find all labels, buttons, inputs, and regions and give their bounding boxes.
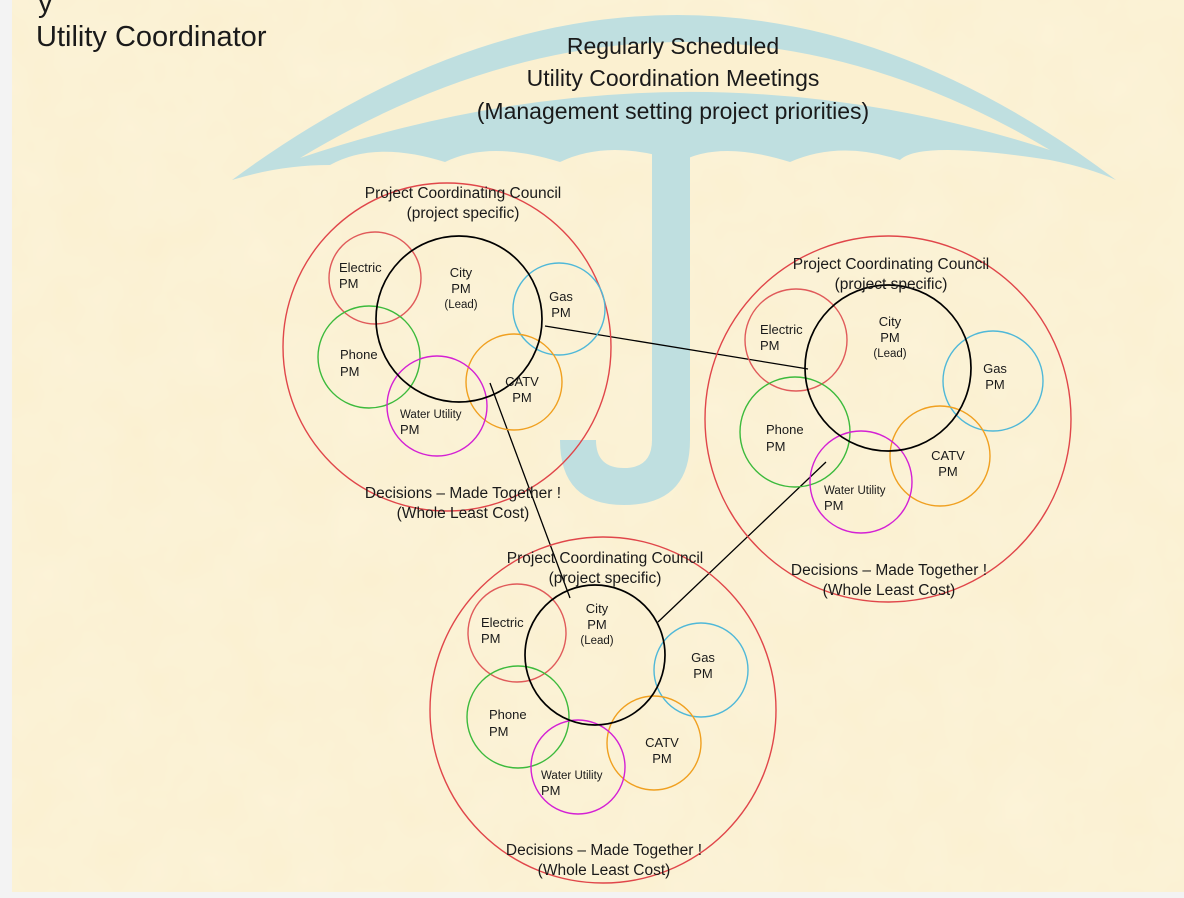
electric-pm-label: PM <box>760 338 780 353</box>
water-pm-circle <box>386 355 488 457</box>
electric-pm-label: PM <box>339 276 359 291</box>
council-cluster-right: ElectricPMCityPM(Lead)GasPMPhonePMCATVPM… <box>704 235 1072 603</box>
decisions-label: Decisions – Made Together ! <box>791 562 987 579</box>
catv-pm-label: PM <box>652 751 672 766</box>
gas-pm-label: Gas <box>549 289 573 304</box>
city-pm-circle <box>804 284 972 452</box>
gas-pm-label: PM <box>693 666 713 681</box>
umbrella-line-2: Utility Coordination Meetings <box>527 65 820 91</box>
gas-pm-circle <box>512 262 606 356</box>
council-cluster-left: ElectricPMCityPM(Lead)GasPMPhonePMCATVPM… <box>282 182 612 522</box>
phone-pm-label: PM <box>766 439 786 454</box>
phone-pm-label: PM <box>340 364 360 379</box>
link-water-right-to-city-bottom <box>657 461 827 623</box>
gas-pm-circle <box>942 330 1044 432</box>
city-pm-label: PM <box>880 330 900 345</box>
decisions-sublabel: (Whole Least Cost) <box>823 582 956 599</box>
catv-pm-label: CATV <box>931 448 965 463</box>
umbrella-canopy <box>232 15 1116 180</box>
council-links <box>489 325 827 623</box>
council-cluster-bottom: ElectricPMCityPM(Lead)GasPMPhonePMCATVPM… <box>429 536 777 884</box>
decisions-sublabel: (Whole Least Cost) <box>397 505 530 522</box>
electric-pm-circle <box>744 288 848 392</box>
electric-pm-circle <box>467 583 567 683</box>
decisions-label: Decisions – Made Together ! <box>365 485 561 502</box>
umbrella-line-1: Regularly Scheduled <box>567 33 779 59</box>
gas-pm-label: Gas <box>983 361 1007 376</box>
gas-pm-label: Gas <box>691 650 715 665</box>
decisions-sublabel: (Whole Least Cost) <box>538 862 671 879</box>
gas-pm-label: PM <box>985 377 1005 392</box>
water-pm-circle <box>809 430 913 534</box>
electric-pm-label: Electric <box>339 260 382 275</box>
catv-pm-circle <box>606 695 702 791</box>
catv-pm-label: CATV <box>645 735 679 750</box>
water-pm-circle <box>530 719 626 815</box>
water-pm-label: Water Utility <box>400 409 462 421</box>
electric-pm-label: PM <box>481 631 501 646</box>
water-pm-label: Water Utility <box>824 485 886 497</box>
electric-pm-label: Electric <box>481 615 524 630</box>
link-city-left-to-council-bottom <box>489 382 571 599</box>
catv-pm-circle <box>465 333 563 431</box>
umbrella-canopy-inner <box>300 41 1050 158</box>
city-pm-label: City <box>586 601 609 616</box>
catv-pm-circle <box>889 405 991 507</box>
phone-pm-label: PM <box>489 724 509 739</box>
council-title: Project Coordinating Council <box>793 256 989 273</box>
water-pm-label: Water Utility <box>541 770 603 782</box>
council-title: Project Coordinating Council <box>365 185 561 202</box>
council-subtitle: (project specific) <box>549 570 662 587</box>
council-ring <box>282 182 612 512</box>
electric-pm-circle <box>328 231 422 325</box>
catv-pm-label: PM <box>938 464 958 479</box>
phone-pm-circle <box>466 665 570 769</box>
council-title: Project Coordinating Council <box>507 550 703 567</box>
council-ring <box>429 536 777 884</box>
phone-pm-label: Phone <box>766 422 804 437</box>
link-gas-to-city-right <box>544 325 809 370</box>
decisions-label: Decisions – Made Together ! <box>506 842 702 859</box>
council-ring <box>704 235 1072 603</box>
umbrella-line-3: (Management setting project priorities) <box>477 98 869 124</box>
city-pm-label: (Lead) <box>580 635 613 647</box>
council-subtitle: (project specific) <box>407 205 520 222</box>
city-pm-label: PM <box>451 281 471 296</box>
catv-pm-label: CATV <box>505 374 539 389</box>
catv-pm-label: PM <box>512 390 532 405</box>
city-pm-circle <box>375 235 543 403</box>
city-pm-label: (Lead) <box>873 348 906 360</box>
city-pm-label: (Lead) <box>444 299 477 311</box>
umbrella-graphic <box>232 15 1116 505</box>
city-pm-label: City <box>450 265 473 280</box>
title-fragment: y <box>38 0 53 19</box>
electric-pm-label: Electric <box>760 322 803 337</box>
city-pm-label: PM <box>587 617 607 632</box>
phone-pm-circle <box>317 305 421 409</box>
city-pm-label: City <box>879 314 902 329</box>
phone-pm-label: Phone <box>489 707 527 722</box>
gas-pm-label: PM <box>551 305 571 320</box>
water-pm-label: PM <box>541 783 561 798</box>
umbrella-handle <box>560 150 690 505</box>
water-pm-label: PM <box>400 422 420 437</box>
gas-pm-circle <box>653 622 749 718</box>
water-pm-label: PM <box>824 498 844 513</box>
city-pm-circle <box>524 584 666 726</box>
council-subtitle: (project specific) <box>835 276 948 293</box>
page-title: Utility Coordinator <box>36 21 267 53</box>
phone-pm-label: Phone <box>340 347 378 362</box>
